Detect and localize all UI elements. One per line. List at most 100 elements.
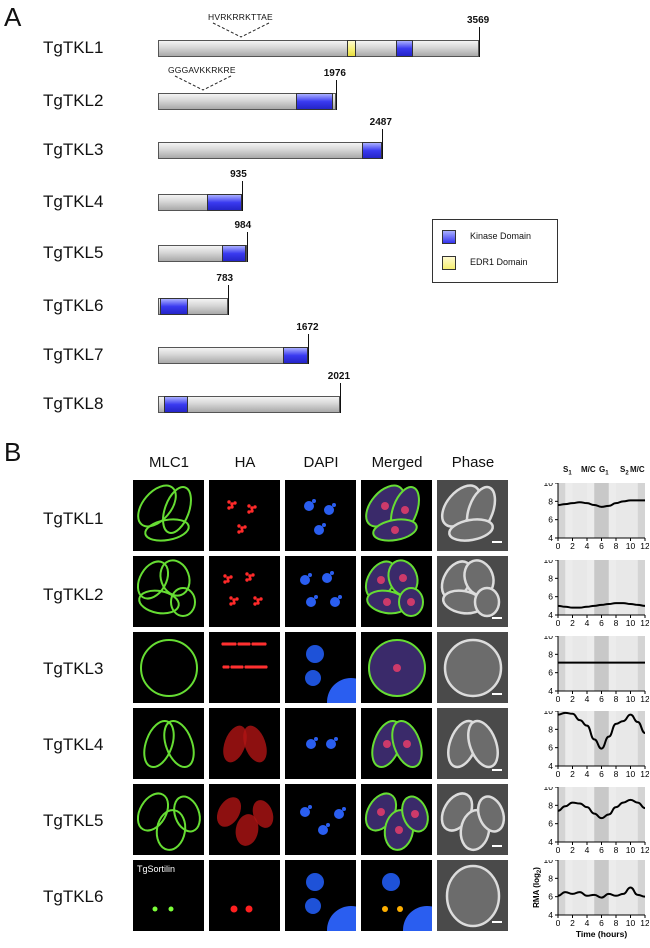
cell-cycle-band <box>558 860 566 915</box>
scale-bar <box>492 617 502 619</box>
x-tick-label: 12 <box>640 541 649 551</box>
cell-cycle-band <box>616 787 638 842</box>
micrograph-tgtkl5-merged <box>361 784 432 855</box>
protein-name-tgtkl7: TgTKL7 <box>43 345 104 364</box>
y-tick-label: 8 <box>548 496 553 506</box>
kinase-domain <box>221 245 247 262</box>
cell-cycle-band <box>572 711 587 766</box>
protein-name-tgtkl1: TgTKL1 <box>43 38 104 57</box>
x-tick-label: 10 <box>626 769 636 779</box>
row-label-tgtkl6: TgTKL6 <box>43 887 104 906</box>
micrograph-tgtkl1-mlc1 <box>133 480 204 551</box>
micrograph-tgtkl3-dapi <box>285 632 356 703</box>
micrograph-tgtkl1-phase <box>437 480 508 551</box>
micrograph-tgtkl1-dapi <box>285 480 356 551</box>
x-tick-label: 4 <box>585 541 590 551</box>
scale-bar <box>492 769 502 771</box>
cell-cycle-band <box>572 787 587 842</box>
micrograph-tgtkl6-dapi <box>285 860 356 931</box>
x-tick-label: 2 <box>570 541 575 551</box>
micrograph-tgtkl4-merged <box>361 708 432 779</box>
x-tick-label: 12 <box>640 918 649 928</box>
y-tick-label: 10 <box>544 860 554 865</box>
micrograph-tgtkl2-ha <box>209 556 280 627</box>
micrograph-tgtkl4-mlc1 <box>133 708 204 779</box>
cell-cycle-band <box>637 560 645 615</box>
panel-a-letter: A <box>4 2 22 32</box>
x-tick-label: 0 <box>556 769 561 779</box>
column-header-merged: Merged <box>371 454 423 471</box>
y-tick-label: 8 <box>548 873 553 883</box>
length-tick <box>339 383 341 413</box>
protein-bar-tgtkl4 <box>158 194 243 211</box>
y-tick-label: 6 <box>548 592 553 602</box>
expression-line-tgtkl2 <box>557 602 646 609</box>
micrograph-tgtkl6-mlc1: TgSortilin <box>133 860 204 931</box>
x-tick-label: 0 <box>556 694 561 704</box>
x-tick-label: 0 <box>556 618 561 628</box>
y-tick-label: 10 <box>544 711 554 716</box>
x-tick-label: 6 <box>599 618 604 628</box>
expression-line-tgtkl5 <box>557 798 646 820</box>
protein-name-tgtkl8: TgTKL8 <box>43 394 104 413</box>
y-tick-label: 10 <box>544 560 554 565</box>
y-tick-label: 8 <box>548 649 553 659</box>
y-tick-label: 8 <box>548 573 553 583</box>
y-tick-label: 6 <box>548 892 553 902</box>
micrograph-tgtkl4-dapi <box>285 708 356 779</box>
x-tick-label: 10 <box>626 541 636 551</box>
protein-name-tgtkl4: TgTKL4 <box>43 192 104 211</box>
x-tick-label: 10 <box>626 918 636 928</box>
x-tick-label: 8 <box>614 618 619 628</box>
cell-cycle-band <box>616 483 638 538</box>
s1-phase-label: S1 <box>563 465 572 477</box>
micrograph-tgtkl3-ha <box>209 632 280 703</box>
y-tick-label: 8 <box>548 724 553 734</box>
cell-cycle-band <box>594 860 609 915</box>
y-tick-label: 8 <box>548 800 553 810</box>
length-tick <box>381 129 383 159</box>
micrograph-tgtkl1-merged <box>361 480 432 551</box>
expression-line-tgtkl6 <box>557 886 646 899</box>
kinase-domain <box>206 194 243 211</box>
length-tick <box>228 285 230 315</box>
x-tick-label: 0 <box>556 845 561 855</box>
x-tick-label: 0 <box>556 918 561 928</box>
kinase-domain <box>362 142 382 159</box>
column-header-mlc1: MLC1 <box>148 454 189 471</box>
y-tick-label: 10 <box>544 483 554 488</box>
protein-bar-tgtkl1 <box>158 40 479 57</box>
y-tick-label: 10 <box>544 636 554 641</box>
x-tick-label: 12 <box>640 769 649 779</box>
protein-length-label: 783 <box>216 273 234 284</box>
cell-cycle-band <box>572 483 587 538</box>
x-tick-label: 10 <box>626 618 636 628</box>
expression-line-tgtkl1 <box>557 499 645 508</box>
domain-legend: Kinase Domain EDR1 Domain <box>432 219 558 283</box>
edr1-domain-swatch <box>442 256 456 270</box>
x-tick-label: 2 <box>570 694 575 704</box>
s2-phase-label: S2 <box>620 465 629 477</box>
kinase-domain <box>159 298 188 315</box>
protein-bar-tgtkl8 <box>158 396 340 413</box>
protein-bar-tgtkl3 <box>158 142 382 159</box>
x-tick-label: 6 <box>599 918 604 928</box>
y-tick-label: 6 <box>548 819 553 829</box>
cell-cycle-band <box>558 711 566 766</box>
panel-b-letter: B <box>4 437 22 467</box>
protein-length-label: 3569 <box>467 15 490 26</box>
micrograph-tgtkl5-ha <box>209 784 280 855</box>
x-tick-label: 2 <box>570 918 575 928</box>
kinase-domain-label: Kinase Domain <box>470 231 532 241</box>
protein-bar-tgtkl5 <box>158 245 247 262</box>
x-tick-label: 4 <box>585 769 590 779</box>
y-tick-label: 4 <box>548 837 553 847</box>
x-tick-label: 4 <box>585 918 590 928</box>
motif-pointer-lines <box>212 22 270 38</box>
micrograph-tgtkl4-phase <box>437 708 508 779</box>
micrograph-tgtkl4-ha <box>209 708 280 779</box>
kinase-domain <box>295 93 334 110</box>
cell-cycle-band <box>637 860 645 915</box>
